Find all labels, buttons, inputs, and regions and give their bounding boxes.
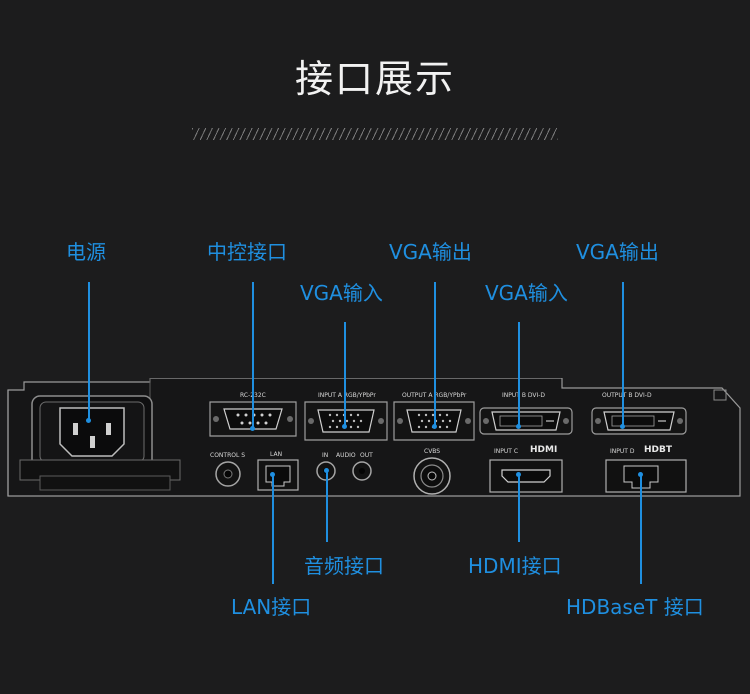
control-s-label: CONTROL S: [210, 452, 246, 459]
lan-port-label: LAN: [270, 451, 283, 458]
cvbs-label: CVBS: [424, 448, 441, 455]
lan-callout-line: [272, 474, 274, 584]
hdmi-logo: HDMI: [530, 445, 558, 455]
vga-out-a-callout-dot: [432, 424, 437, 429]
control-callout-line: [252, 282, 254, 428]
power-callout-dot: [86, 418, 91, 423]
device-rear-panel: [7, 378, 741, 497]
decorative-hatch-divider: [192, 128, 558, 140]
label-hdbaset: HDBaseT 接口: [566, 595, 704, 619]
label-vga-in-a: VGA输入: [300, 281, 383, 305]
control-callout-dot: [250, 426, 255, 431]
hdmi-callout-line: [518, 474, 520, 542]
hdbaset-callout-line: [640, 474, 642, 584]
lan-callout-dot: [270, 472, 275, 477]
audio-label: AUDIO: [336, 452, 356, 459]
vga-in-b-callout-dot: [516, 424, 521, 429]
input-d-label: INPUT D: [610, 448, 635, 455]
label-vga-out-b: VGA输出: [576, 240, 659, 264]
label-hdmi: HDMI接口: [468, 554, 562, 578]
input-c-label: INPUT C: [494, 448, 519, 455]
label-vga-in-b: VGA输入: [485, 281, 568, 305]
audio-out-label: OUT: [360, 452, 373, 459]
label-vga-out-a: VGA输出: [389, 240, 472, 264]
audio-callout-dot: [324, 468, 329, 473]
label-lan: LAN接口: [231, 595, 312, 619]
audio-in-label: IN: [322, 452, 329, 459]
input-b-label: INPUT B DVI-D: [502, 392, 546, 399]
label-control: 中控接口: [207, 240, 287, 264]
label-power: 电源: [66, 240, 106, 264]
vga-in-a-callout-dot: [342, 424, 347, 429]
audio-callout-line: [326, 470, 328, 542]
output-b-label: OUTPUT B DVI-D: [602, 392, 652, 399]
vga-in-b-callout-line: [518, 322, 520, 426]
power-callout-line: [88, 282, 90, 420]
label-audio: 音频接口: [304, 554, 384, 578]
hdbaset-callout-dot: [638, 472, 643, 477]
vga-in-a-callout-line: [344, 322, 346, 426]
vga-out-a-callout-line: [434, 282, 436, 426]
input-a-label: INPUT A RGB/YPbPr: [318, 392, 376, 399]
hdmi-callout-dot: [516, 472, 521, 477]
vga-out-b-callout-line: [622, 282, 624, 426]
page-title: 接口展示: [294, 57, 455, 101]
vga-out-b-callout-dot: [620, 424, 625, 429]
hdbaset-logo: HDBT: [644, 445, 673, 455]
